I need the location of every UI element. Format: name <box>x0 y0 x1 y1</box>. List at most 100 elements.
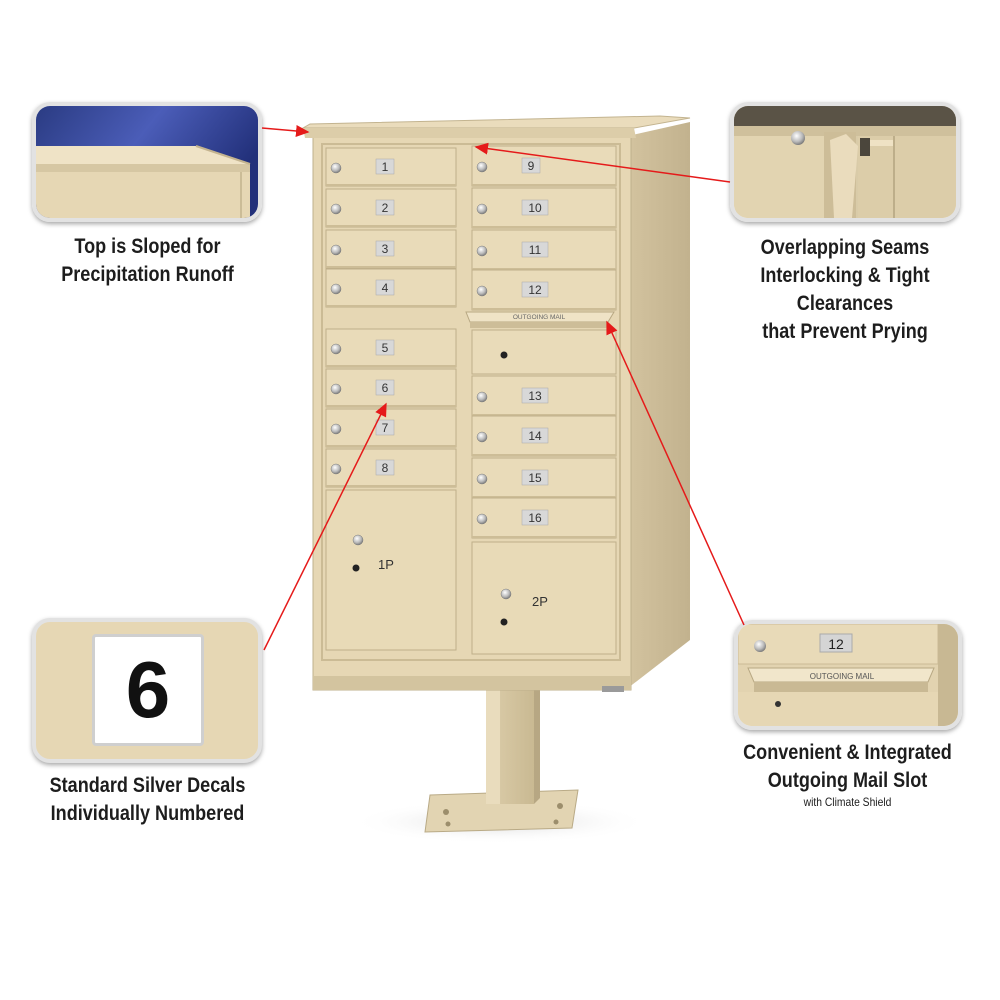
number-decal <box>375 199 395 216</box>
number-decal <box>521 157 541 174</box>
door-lock-icon[interactable] <box>476 245 488 257</box>
number-decal-text: 7 <box>382 421 389 435</box>
sloped-top-callout-image <box>32 102 262 222</box>
parcel-label: 1P <box>378 557 394 572</box>
door-lock-icon[interactable] <box>476 203 488 215</box>
sloped-top-photo-icon <box>36 106 258 218</box>
parcel-locker-1P[interactable]: 1P <box>325 489 457 651</box>
number-decal <box>375 158 395 175</box>
outgoing-mail-label: OUTGOING MAIL <box>513 314 566 321</box>
number-decal <box>521 427 549 444</box>
mailbox-door-14[interactable]: 14 <box>471 415 617 457</box>
door-lock-icon[interactable] <box>476 285 488 297</box>
mailbox-door-3[interactable]: 3 <box>325 229 457 269</box>
mailbox-door-5[interactable]: 5 <box>325 328 457 368</box>
mailbox-door-10[interactable]: 10 <box>471 187 617 229</box>
mail-slot-caption-line1: Convenient & Integrated <box>743 741 952 764</box>
mail-slot-decal-number: 12 <box>828 636 844 652</box>
door-lock-icon[interactable] <box>330 423 342 435</box>
outgoing-mail-door[interactable] <box>471 329 617 375</box>
mailbox-door-16[interactable]: 16 <box>471 497 617 539</box>
door-lock-icon[interactable] <box>330 463 342 475</box>
mailbox-door-15[interactable]: 15 <box>471 457 617 499</box>
serial-plate <box>602 686 624 692</box>
decal-callout-image: 6 <box>32 618 262 763</box>
pointer-top-right <box>474 142 731 183</box>
number-decal <box>375 419 395 436</box>
number-decal <box>521 281 549 298</box>
door-lock-icon[interactable] <box>476 431 488 443</box>
number-decal <box>521 387 549 404</box>
mail-slot-label: OUTGOING MAIL <box>810 672 875 681</box>
mail-slot-caption: Convenient & Integrated Outgoing Mail Sl… <box>729 739 966 809</box>
number-decal-text: 1 <box>382 160 389 174</box>
seams-caption: Overlapping Seams Interlocking & Tight C… <box>716 234 974 346</box>
sloped-top-caption-line1: Top is Sloped for <box>74 235 221 258</box>
mailbox-door-9[interactable]: 9 <box>471 145 617 187</box>
number-decal <box>521 199 549 216</box>
mailbox-door-2[interactable]: 2 <box>325 188 457 228</box>
mail-slot-caption-line2: Outgoing Mail Slot <box>767 769 928 792</box>
mail-slot-caption-sub: with Climate Shield <box>803 795 892 809</box>
number-decal <box>521 469 549 486</box>
mailbox-door-12[interactable]: 12 <box>471 269 617 311</box>
number-decal-text: 15 <box>528 471 542 485</box>
number-decal-text: 5 <box>382 341 389 355</box>
decal-caption-line1: Standard Silver Decals <box>49 774 246 797</box>
door-lock-icon[interactable] <box>330 383 342 395</box>
mailbox-door-7[interactable]: 7 <box>325 408 457 448</box>
seams-callout-image <box>730 102 960 222</box>
decal-closeup-photo-icon: 6 <box>92 634 204 746</box>
number-decal-text: 16 <box>528 511 542 525</box>
number-decal <box>375 379 395 396</box>
number-decal-text: 2 <box>382 201 389 215</box>
seams-caption-line1: Overlapping Seams <box>760 236 930 259</box>
door-lock-icon[interactable] <box>476 161 488 173</box>
decal-number: 6 <box>125 645 171 734</box>
number-decal <box>521 241 549 258</box>
mailbox-door-11[interactable]: 11 <box>471 229 617 271</box>
parcel-lock-icon[interactable] <box>500 588 512 600</box>
number-decal <box>521 509 549 526</box>
pointer-bottom-right <box>606 320 745 626</box>
number-decal <box>375 459 395 476</box>
pointer-top-left <box>261 124 310 137</box>
mailbox-door-4[interactable]: 4 <box>325 268 457 308</box>
door-lock-icon[interactable] <box>330 203 342 215</box>
door-lock-icon[interactable] <box>330 283 342 295</box>
number-decal-text: 8 <box>382 461 389 475</box>
number-decal-text: 6 <box>382 381 389 395</box>
door-lock-icon[interactable] <box>330 343 342 355</box>
door-lock-icon[interactable] <box>330 244 342 256</box>
parcel-lock-icon[interactable] <box>352 534 364 546</box>
pointer-bottom-left <box>263 402 387 651</box>
number-decal <box>375 240 395 257</box>
parcel-locker-2P[interactable]: 2P <box>471 541 617 655</box>
number-decal <box>375 279 395 296</box>
number-decal-text: 3 <box>382 242 389 256</box>
door-lock-icon[interactable] <box>476 473 488 485</box>
parcel-label: 2P <box>532 594 548 609</box>
door-lock-icon[interactable] <box>476 513 488 525</box>
door-lock-icon[interactable] <box>330 162 342 174</box>
number-decal-text: 4 <box>382 281 389 295</box>
mailbox-door-1[interactable]: 1 <box>325 147 457 187</box>
sloped-top-caption: Top is Sloped for Precipitation Runoff <box>38 233 257 289</box>
decal-caption-line2: Individually Numbered <box>50 802 245 825</box>
number-decal-text: 9 <box>528 159 535 173</box>
mailbox-door-13[interactable]: 13 <box>471 375 617 417</box>
number-decal-text: 10 <box>528 201 542 215</box>
mailbox-door-6[interactable]: 6 <box>325 368 457 408</box>
cabinet-side <box>628 122 690 688</box>
decal-caption: Standard Silver Decals Individually Numb… <box>38 772 257 828</box>
number-decal-text: 13 <box>528 389 542 403</box>
number-decal-text: 11 <box>529 243 542 257</box>
seam-closeup-photo-icon <box>734 106 956 218</box>
mail-slot-callout-image: 12 OUTGOING MAIL <box>734 620 962 730</box>
number-decal <box>375 339 395 356</box>
seams-caption-line3: that Prevent Prying <box>762 320 928 343</box>
sloped-top-caption-line2: Precipitation Runoff <box>61 263 234 286</box>
door-lock-icon[interactable] <box>476 391 488 403</box>
